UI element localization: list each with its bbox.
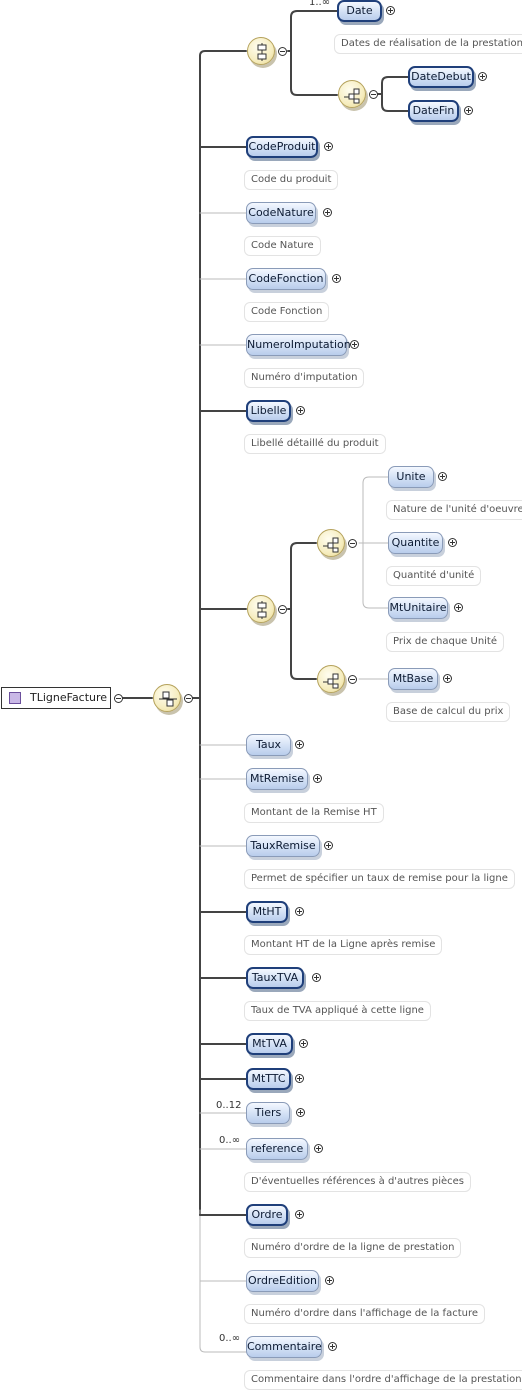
collapse-sequence-icon[interactable]	[184, 694, 193, 703]
element-quantite[interactable]: Quantite	[388, 532, 443, 554]
expand-codeproduit-icon[interactable]	[324, 142, 333, 151]
doc-mtremise: Montant de la Remise HT	[244, 803, 384, 823]
element-mtunitaire[interactable]: MtUnitaire	[388, 597, 448, 619]
complex-type-icon	[9, 692, 21, 704]
choice-compositor-icon	[338, 80, 366, 108]
collapse-unite-choice-icon[interactable]	[348, 539, 357, 548]
doc-tauxtva: Taux de TVA appliqué à cette ligne	[244, 1001, 431, 1021]
occurrence-tiers: 0..12	[216, 1100, 242, 1111]
doc-mtunitaire: Prix de chaque Unité	[386, 632, 505, 652]
expand-reference-icon[interactable]	[314, 1144, 323, 1153]
doc-tauxremise: Permet de spécifier un taux de remise po…	[244, 869, 515, 889]
occurrence-date: 1..∞	[309, 0, 331, 8]
choice-compositor-icon	[317, 529, 345, 557]
expand-libelle-icon[interactable]	[296, 406, 305, 415]
expand-mtbase-icon[interactable]	[443, 674, 452, 683]
expand-mtttc-icon[interactable]	[295, 1074, 304, 1083]
element-tauxremise[interactable]: TauxRemise	[246, 835, 320, 857]
element-date[interactable]: Date	[337, 0, 382, 22]
expand-datedebut-icon[interactable]	[478, 72, 487, 81]
element-mttva[interactable]: MtTVA	[246, 1033, 293, 1055]
collapse-mtbase-choice-icon[interactable]	[348, 675, 357, 684]
doc-commentaire: Commentaire dans l'ordre d'affichage de …	[244, 1370, 522, 1390]
expand-tiers-icon[interactable]	[296, 1108, 305, 1117]
element-mtremise[interactable]: MtRemise	[246, 768, 308, 790]
occurrence-commentaire: 0..∞	[219, 1333, 241, 1344]
root-element-tlignefacture[interactable]: TLigneFacture	[1, 687, 111, 709]
expand-datefin-icon[interactable]	[464, 106, 473, 115]
element-numeroimputation[interactable]: NumeroImputation	[246, 334, 351, 356]
doc-mtbase: Base de calcul du prix	[386, 702, 511, 722]
doc-codeproduit: Code du produit	[244, 170, 339, 190]
element-unite[interactable]: Unite	[388, 466, 434, 488]
expand-ordreedition-icon[interactable]	[325, 1276, 334, 1285]
expand-mtremise-icon[interactable]	[313, 774, 322, 783]
collapse-root-icon[interactable]	[114, 694, 123, 703]
element-commentaire[interactable]: Commentaire	[246, 1336, 322, 1358]
doc-libelle: Libellé détaillé du produit	[244, 434, 386, 454]
element-codenature[interactable]: CodeNature	[246, 202, 316, 224]
element-datedebut[interactable]: DateDebut	[408, 66, 474, 88]
expand-mtht-icon[interactable]	[295, 907, 304, 916]
expand-tauxremise-icon[interactable]	[324, 841, 333, 850]
element-tauxtva[interactable]: TauxTVA	[246, 967, 304, 989]
expand-ordre-icon[interactable]	[295, 1210, 304, 1219]
collapse-quantity-group-icon[interactable]	[278, 605, 287, 614]
element-datefin[interactable]: DateFin	[408, 100, 459, 122]
doc-unite: Nature de l'unité d'oeuvre	[386, 500, 522, 520]
element-codefonction[interactable]: CodeFonction	[246, 268, 326, 290]
choice-compositor-icon	[317, 665, 345, 693]
root-label: TLigneFacture	[30, 691, 108, 704]
expand-mtunitaire-icon[interactable]	[454, 603, 463, 612]
expand-taux-icon[interactable]	[295, 740, 304, 749]
element-libelle[interactable]: Libelle	[246, 400, 291, 422]
doc-ordreedition: Numéro d'ordre dans l'affichage de la fa…	[244, 1304, 486, 1324]
doc-date: Dates de réalisation de la prestation	[334, 34, 522, 54]
sequence-compositor-icon	[247, 37, 275, 65]
element-codeproduit[interactable]: CodeProduit	[246, 136, 318, 158]
doc-ordre: Numéro d'ordre de la ligne de prestation	[244, 1238, 462, 1258]
expand-mttva-icon[interactable]	[299, 1039, 308, 1048]
expand-commentaire-icon[interactable]	[328, 1342, 337, 1351]
element-reference[interactable]: reference	[246, 1138, 308, 1160]
collapse-date-choice-icon[interactable]	[369, 90, 378, 99]
expand-date-icon[interactable]	[386, 6, 395, 15]
element-mtht[interactable]: MtHT	[246, 901, 288, 923]
expand-codefonction-icon[interactable]	[332, 274, 341, 283]
expand-tauxtva-icon[interactable]	[312, 973, 321, 982]
collapse-date-group-icon[interactable]	[278, 47, 287, 56]
doc-reference: D'éventuelles références à d'autres pièc…	[244, 1172, 472, 1192]
doc-quantite: Quantité d'unité	[386, 566, 482, 586]
element-mtttc[interactable]: MtTTC	[246, 1068, 291, 1090]
expand-numeroimputation-icon[interactable]	[350, 340, 359, 349]
doc-mtht: Montant HT de la Ligne après remise	[244, 935, 443, 955]
element-tiers[interactable]: Tiers	[246, 1102, 290, 1124]
expand-quantite-icon[interactable]	[448, 538, 457, 547]
expand-codenature-icon[interactable]	[323, 208, 332, 217]
expand-unite-icon[interactable]	[438, 472, 447, 481]
element-mtbase[interactable]: MtBase	[388, 668, 438, 690]
doc-numeroimputation: Numéro d'imputation	[244, 368, 365, 388]
doc-codenature: Code Nature	[244, 236, 321, 256]
sequence-compositor-icon	[153, 684, 181, 712]
element-ordre[interactable]: Ordre	[246, 1204, 288, 1226]
element-taux[interactable]: Taux	[246, 734, 291, 756]
sequence-compositor-icon	[247, 595, 275, 623]
occurrence-reference: 0..∞	[219, 1135, 241, 1146]
doc-codefonction: Code Fonction	[244, 302, 330, 322]
element-ordreedition[interactable]: OrdreEdition	[246, 1270, 319, 1292]
